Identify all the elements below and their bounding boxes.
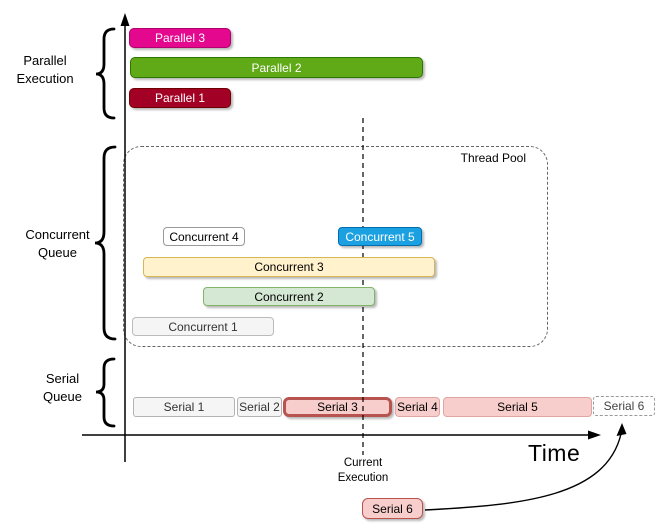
callout-arrow-head-icon: [616, 423, 627, 436]
serial6-callout-arrow: [424, 423, 627, 511]
parallel-3-bar: Parallel 3: [129, 28, 231, 48]
y-axis-arrow-icon: [120, 13, 130, 26]
thread-pool-region: Thread Pool: [123, 146, 548, 347]
parallel-execution-label: Parallel Execution: [16, 53, 74, 86]
concurrent-3-bar: Concurrent 3: [143, 257, 435, 277]
concurrent-queue-label: Concurrent Queue: [25, 227, 90, 260]
serial-queue-label: Serial Queue: [42, 371, 83, 404]
concurrent-5-bar: Concurrent 5: [338, 227, 422, 246]
concurrent-2-bar: Concurrent 2: [203, 287, 375, 306]
parallel-2-bar: Parallel 2: [130, 57, 423, 78]
serial-6-slot-bar: Serial 6: [593, 396, 655, 416]
thread-pool-label: Thread Pool: [460, 151, 526, 165]
serial-5-bar: Serial 5: [443, 397, 592, 417]
serial-6-callout-box: Serial 6: [362, 498, 423, 519]
parallel-brace: [95, 27, 116, 120]
serial-2-bar: Serial 2: [237, 397, 282, 417]
time-axis-label: Time: [528, 440, 581, 466]
current-execution-label: Current Execution: [337, 457, 389, 484]
parallel-1-bar: Parallel 1: [129, 88, 231, 108]
concurrent-4-bar: Concurrent 4: [163, 227, 245, 246]
serial-1-bar: Serial 1: [133, 397, 235, 417]
concurrent-1-bar: Concurrent 1: [132, 317, 274, 336]
serial-4-bar: Serial 4: [395, 397, 440, 417]
x-axis-arrow-icon: [588, 430, 601, 440]
x-axis: [82, 430, 601, 440]
serial-3-bar-active: Serial 3: [283, 397, 392, 417]
